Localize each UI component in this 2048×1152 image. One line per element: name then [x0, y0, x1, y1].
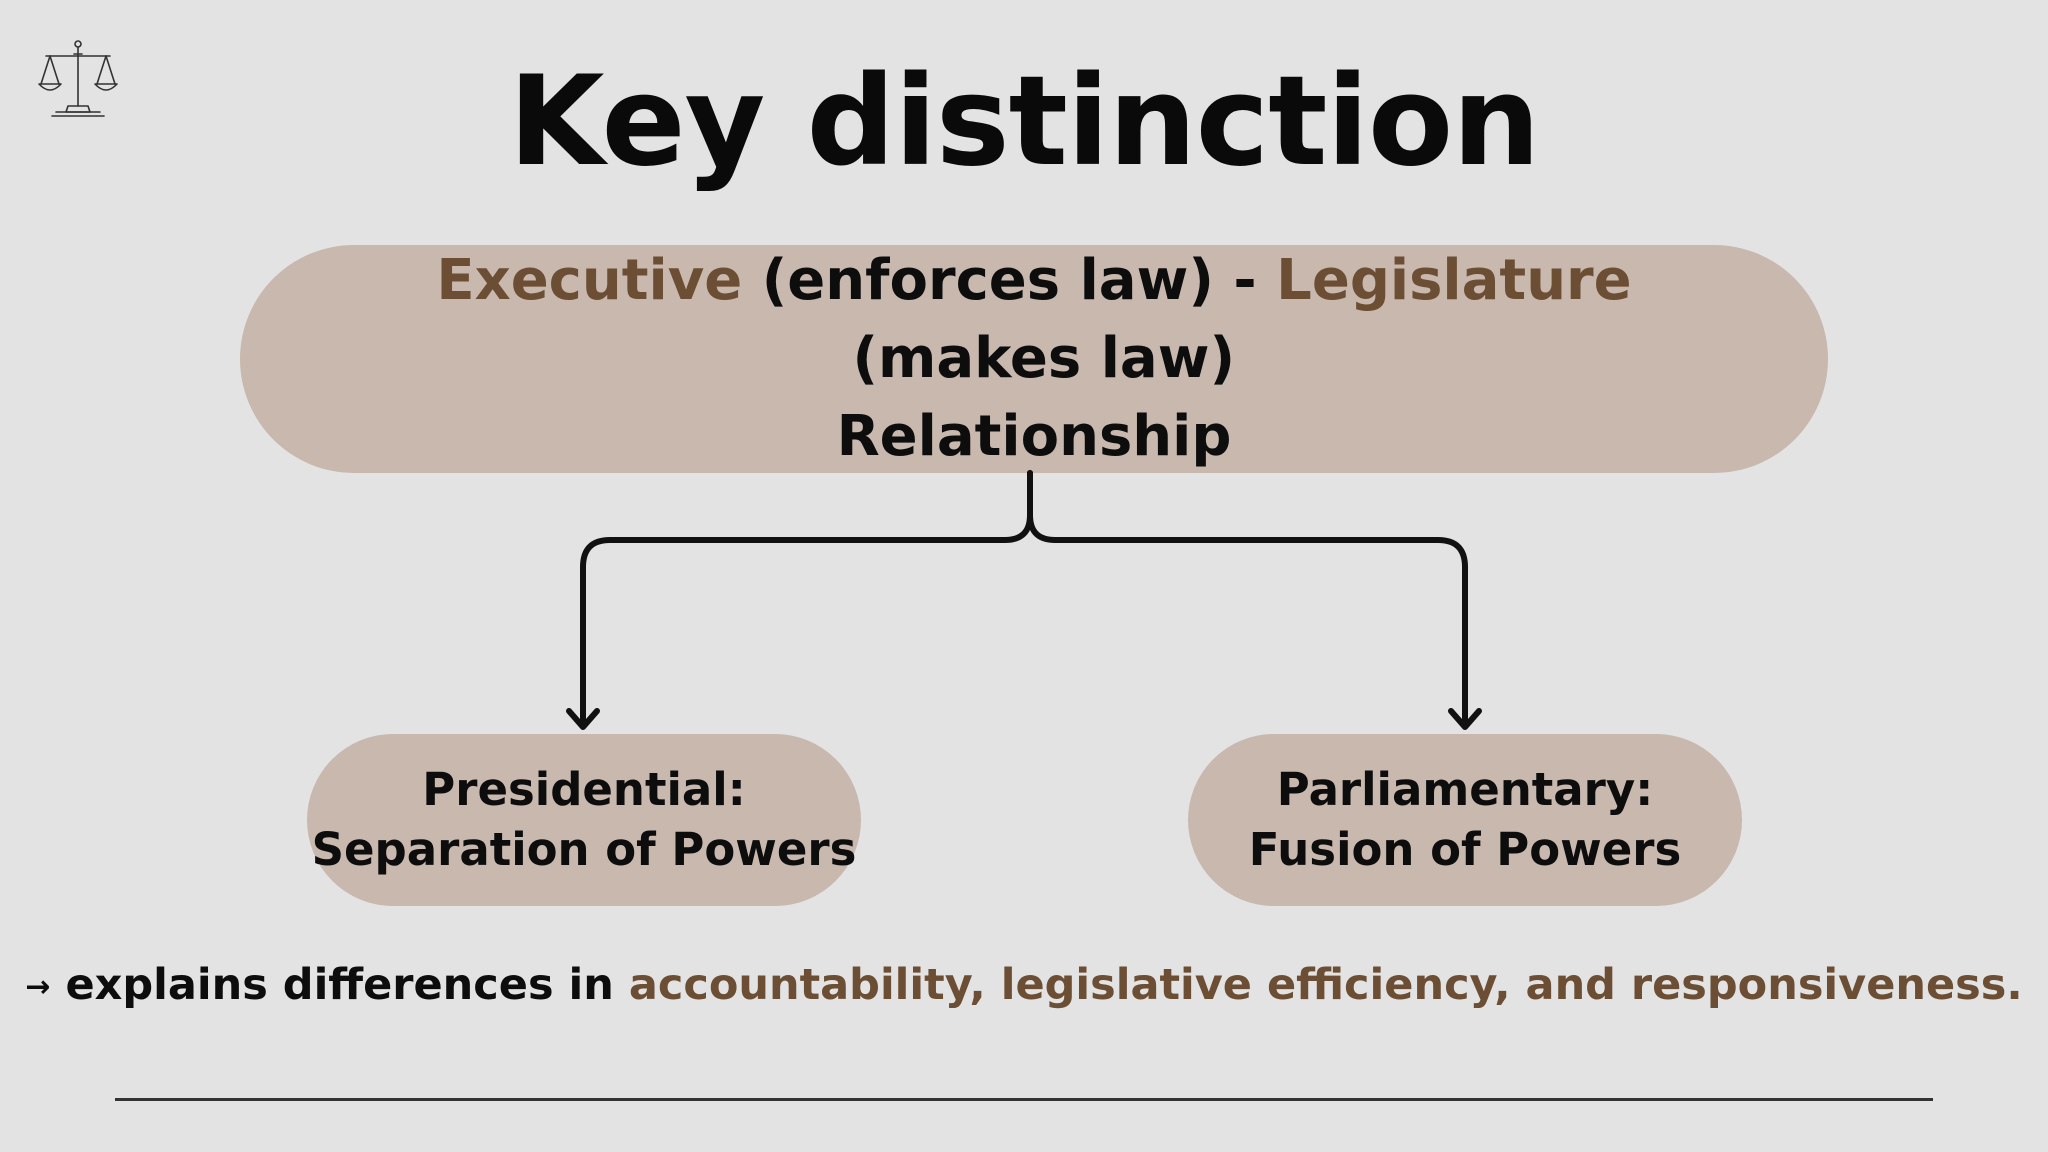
scales-of-justice-icon	[38, 40, 118, 117]
page-title: Key distinction	[508, 50, 1541, 194]
legislature-label: Legislature	[1276, 248, 1632, 313]
legislature-description: (makes law)	[832, 326, 1236, 391]
executive-description: (enforces law) -	[742, 248, 1277, 313]
connector-left-branch	[580, 470, 1033, 728]
parliamentary-node-title: Parliamentary:	[1276, 763, 1654, 816]
summary-note: → explains differences in accountability…	[0, 955, 2048, 1018]
parliamentary-node-subtitle: Fusion of Powers	[1248, 823, 1682, 876]
presidential-node: Presidential: Separation of Powers	[307, 734, 861, 906]
bottom-divider	[115, 1098, 1933, 1101]
arrow-icon: →	[25, 969, 51, 1005]
executive-label: Executive	[436, 248, 743, 313]
arrowhead-left	[566, 708, 600, 730]
relationship-node: Executive (enforces law) - Legislature (…	[240, 245, 1828, 473]
relationship-node-line2: Relationship	[836, 404, 1232, 469]
parliamentary-node: Parliamentary: Fusion of Powers	[1188, 734, 1742, 906]
summary-highlight: accountability, legislative efficiency, …	[628, 960, 2023, 1010]
arrowhead-right	[1448, 708, 1482, 730]
connector-right-branch	[1027, 470, 1468, 728]
summary-lead: explains differences in	[50, 960, 629, 1010]
presidential-node-subtitle: Separation of Powers	[311, 823, 857, 876]
relationship-node-line1: Executive (enforces law) - Legislature (…	[240, 242, 1828, 398]
presidential-node-title: Presidential:	[422, 763, 746, 816]
